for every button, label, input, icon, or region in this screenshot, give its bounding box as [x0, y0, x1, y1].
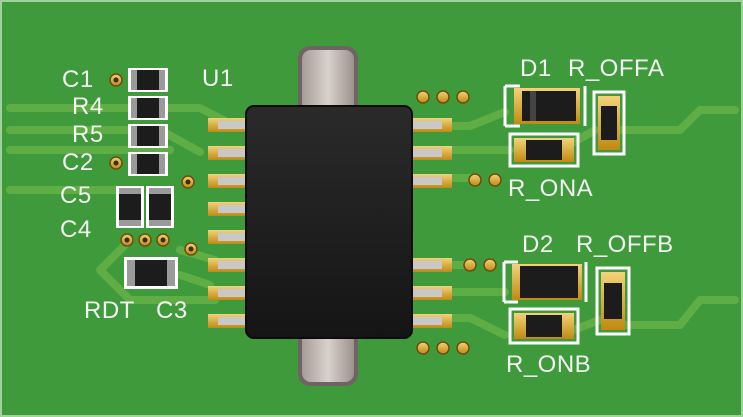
label-c5: C5: [60, 182, 92, 209]
label-rdt: RDT: [84, 297, 135, 324]
label-r-onb: R_ONB: [506, 351, 591, 378]
vias-right: [416, 90, 502, 355]
label-r5: R5: [72, 121, 104, 148]
capacitor-c1: [128, 68, 168, 92]
ic-u1-body: [245, 105, 413, 339]
capacitor-c5: [116, 186, 144, 228]
resistor-r-offa: [592, 90, 626, 156]
label-u1: U1: [202, 65, 234, 92]
resistor-r5: [128, 124, 168, 148]
diode-d2: [502, 260, 588, 304]
ic-u1-leads: [218, 121, 442, 325]
label-c2: C2: [62, 149, 94, 176]
label-c1: C1: [62, 66, 94, 93]
label-r-offb: R_OFFB: [576, 231, 674, 258]
label-r-offa: R_OFFA: [568, 55, 664, 82]
label-d1: D1: [520, 55, 552, 82]
resistor-r4: [128, 96, 168, 120]
resistor-r-offb: [595, 266, 631, 336]
label-r-ona: R_ONA: [508, 175, 593, 202]
capacitor-c2: [128, 152, 168, 176]
diode-d1: [503, 84, 587, 128]
resistor-r-onb: [508, 307, 580, 345]
resistor-r-ona: [508, 132, 580, 168]
component-rdt: [124, 257, 178, 289]
label-c3: C3: [156, 297, 188, 324]
label-c4: C4: [60, 216, 92, 243]
vias-c4c5: [120, 233, 198, 256]
capacitor-c4: [146, 186, 174, 228]
label-d2: D2: [522, 231, 554, 258]
label-r4: R4: [72, 93, 104, 120]
